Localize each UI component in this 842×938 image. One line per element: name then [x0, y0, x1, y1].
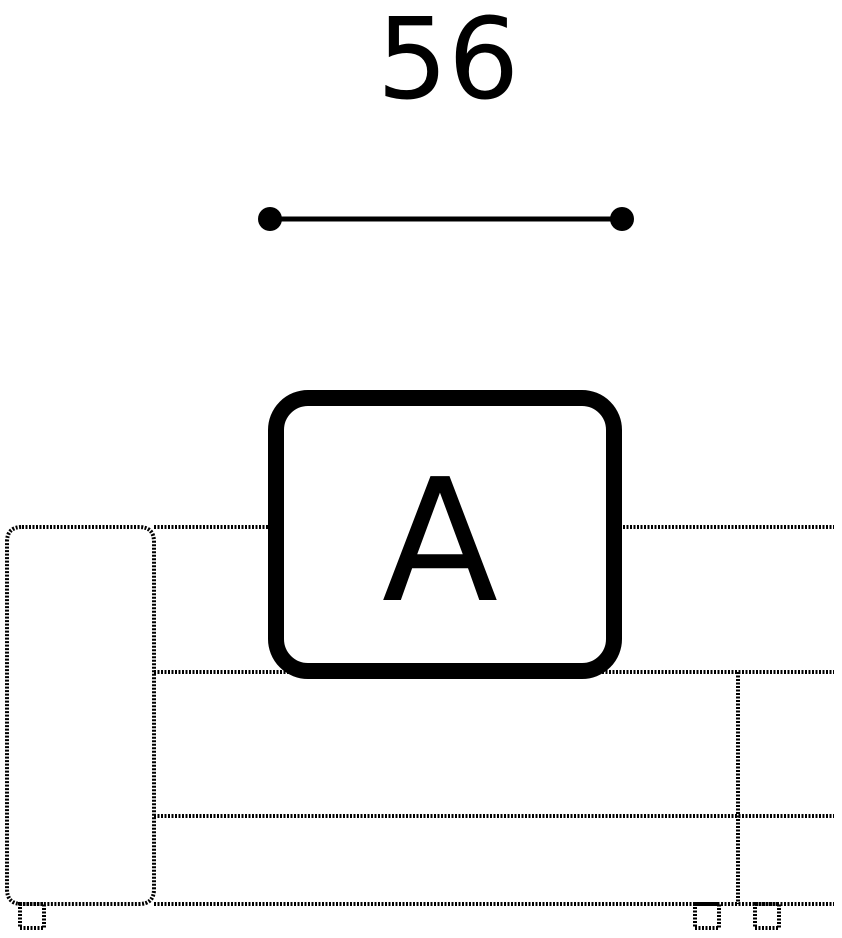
dimension-endpoint-left	[258, 207, 282, 231]
sofa-foot	[693, 902, 721, 930]
module-label-box: A	[268, 390, 622, 679]
sofa-foot	[18, 902, 46, 930]
module-label: A	[382, 443, 498, 641]
dimension-line	[258, 207, 634, 231]
sofa-foot	[753, 902, 781, 930]
dimension-value: 56	[377, 0, 520, 125]
sofa-armrest-left	[5, 525, 156, 906]
dimension-endpoint-right	[610, 207, 634, 231]
